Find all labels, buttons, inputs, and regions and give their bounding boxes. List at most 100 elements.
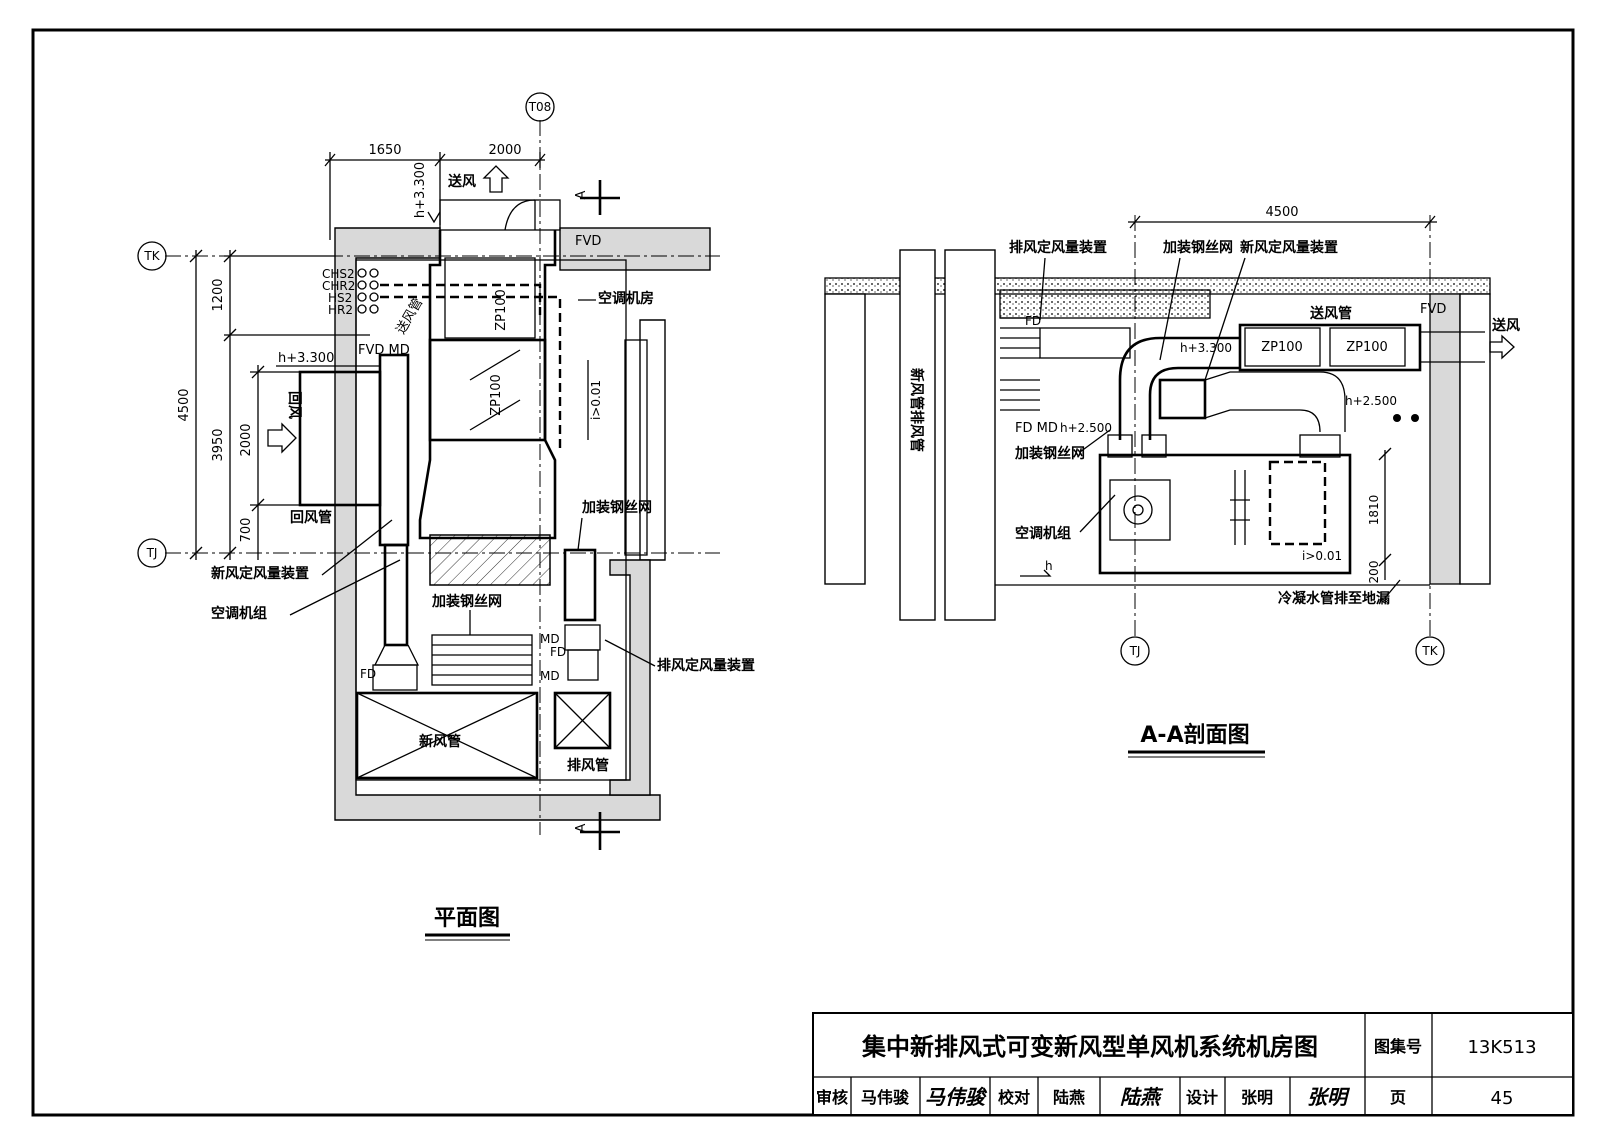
section-dim-tick-1810-a bbox=[1378, 447, 1392, 461]
section-dim-1810: 1810 bbox=[1367, 495, 1381, 526]
fd-left-label: FD bbox=[360, 667, 376, 681]
page-number: 45 bbox=[1491, 1088, 1514, 1109]
section-exhaust-duct-horizontal bbox=[1039, 327, 1131, 359]
section-ac-connector-a bbox=[1107, 434, 1133, 458]
review-label: 审核 bbox=[816, 1088, 848, 1107]
section-dim-tick-1810-b bbox=[1378, 553, 1392, 567]
supply-duct-label: 送风管 bbox=[394, 296, 426, 337]
dim-1200: 1200 bbox=[211, 278, 226, 311]
ac-unit-label-plan: 空调机组 bbox=[211, 605, 267, 622]
dim-tick-1200-b bbox=[223, 328, 237, 342]
exhaust-duct-shaft-x bbox=[554, 692, 611, 749]
dim-tick-4500-a bbox=[189, 249, 203, 263]
section-supply-air-arrow bbox=[1489, 334, 1515, 360]
chw-pipes bbox=[380, 283, 542, 315]
chw-pipes-2 bbox=[380, 295, 562, 450]
title-block: 集中新排风式可变新风型单风机系统机房图 图集号 13K513 审核 马伟骏 马伟… bbox=[812, 1012, 1574, 1116]
atlas-label: 图集号 bbox=[1374, 1037, 1422, 1056]
section-mesh-top-label: 加装钢丝网 bbox=[1162, 239, 1233, 256]
section-supply-elbow bbox=[1118, 336, 1240, 440]
axis-bubble-tj bbox=[137, 538, 167, 568]
section-elev-h2500-left: h+2.500 bbox=[1060, 421, 1112, 435]
pipe-circle-6 bbox=[369, 292, 379, 302]
return-duct-label: 回风管 bbox=[290, 509, 332, 526]
section-axis-bubble-tk bbox=[1415, 636, 1445, 666]
checker-signature: 陆燕 bbox=[1120, 1085, 1164, 1109]
mesh-bottom-label: 加装钢丝网 bbox=[431, 593, 502, 610]
leader-section-drain bbox=[1384, 579, 1401, 599]
section-zp100-a-box bbox=[1244, 327, 1321, 367]
pipe-circle-7 bbox=[357, 304, 367, 314]
fresh-air-device-label: 新风定风量装置 bbox=[211, 565, 309, 582]
supply-air-label: 送风 bbox=[447, 173, 476, 190]
leader-exhaust-device bbox=[604, 639, 656, 667]
section-beam bbox=[999, 289, 1211, 319]
section-fresh-device-trans bbox=[1204, 371, 1346, 433]
exhaust-device-box bbox=[564, 624, 601, 651]
dim-tick-2000-b bbox=[251, 498, 265, 512]
leader-fresh-device bbox=[321, 519, 393, 576]
axis-label-t08: T08 bbox=[528, 100, 552, 114]
section-ac-coil bbox=[1268, 460, 1327, 546]
section-dim-tick-b bbox=[1424, 215, 1436, 229]
section-mesh-left-label: 加装钢丝网 bbox=[1014, 445, 1085, 462]
plan-unit-hatch bbox=[429, 534, 551, 586]
section-axis-bubble-tj bbox=[1120, 636, 1150, 666]
leader-section-mesh-top bbox=[1159, 257, 1181, 361]
dim-4500-vertical: 4500 bbox=[177, 388, 192, 421]
dim-700: 700 bbox=[239, 518, 254, 543]
mesh-box-bottom bbox=[431, 634, 533, 686]
fresh-duct-shaft bbox=[355, 691, 539, 780]
fd-right-label: FD bbox=[550, 645, 566, 659]
section-exhaust-device-label: 排风定风量装置 bbox=[1009, 239, 1107, 256]
md-label-top: MD bbox=[540, 632, 560, 646]
section-shaft-fresh bbox=[899, 249, 936, 621]
section-mark-bottom: A bbox=[574, 823, 589, 832]
pipe-circle-3 bbox=[357, 280, 367, 290]
elev-marker-top bbox=[427, 211, 441, 224]
dim-tick-3950-b bbox=[223, 546, 237, 560]
check-label: 校对 bbox=[998, 1088, 1030, 1107]
dim-tick-1 bbox=[324, 153, 336, 167]
designer-name: 张明 bbox=[1241, 1088, 1273, 1107]
section-dim-tick-a bbox=[1129, 215, 1141, 229]
section-right-wall-light bbox=[1429, 293, 1461, 585]
leader-ac-unit-plan bbox=[289, 559, 401, 616]
return-air-arrow bbox=[267, 422, 297, 454]
pipe-label-chr2: CHR2 bbox=[322, 279, 355, 293]
section-valves bbox=[1230, 470, 1250, 545]
section-supply-duct bbox=[1238, 323, 1422, 372]
section-ac-fan-hub bbox=[1132, 504, 1144, 516]
page-label: 页 bbox=[1390, 1088, 1406, 1107]
section-right-wall bbox=[1459, 293, 1491, 585]
fresh-air-transition bbox=[373, 644, 420, 666]
section-ac-connector-c bbox=[1299, 434, 1341, 458]
section-ac-unit bbox=[1098, 453, 1352, 575]
section-slope-label: i>0.01 bbox=[1302, 549, 1342, 563]
design-label: 设计 bbox=[1186, 1088, 1218, 1107]
fresh-duct-label-plan: 新风管 bbox=[419, 733, 461, 750]
plan-wall-top-right bbox=[559, 227, 711, 271]
section-fresh-device-box bbox=[1158, 378, 1207, 420]
pipe-group bbox=[357, 268, 379, 314]
section-dim-4500: 4500 bbox=[1265, 205, 1298, 220]
section-caption: A-A剖面图 bbox=[1140, 722, 1249, 748]
section-view: 新风管排风管 TJ TK 4500 排风定风量装置 bbox=[824, 205, 1520, 758]
fd-box-left bbox=[372, 664, 418, 691]
fresh-exhaust-duct-label: 新风管排风管 bbox=[908, 368, 925, 452]
md-label-bottom: MD bbox=[540, 669, 560, 683]
section-zp100-b: ZP100 bbox=[1346, 340, 1388, 355]
dim-2000-vertical: 2000 bbox=[239, 423, 254, 456]
section-elev-h3300: h+3.300 bbox=[1180, 341, 1232, 355]
plan-wall-lower-right bbox=[609, 559, 651, 796]
supply-door-swing bbox=[504, 199, 536, 231]
axis-bubble-t08 bbox=[525, 92, 555, 122]
exhaust-device-label-plan: 排风定风量装置 bbox=[657, 657, 755, 674]
pipe-circle-1 bbox=[357, 268, 367, 278]
return-air-label: 回风 bbox=[286, 391, 302, 419]
exhaust-riser bbox=[567, 649, 599, 681]
exhaust-duct-shaft bbox=[553, 691, 612, 750]
fvd-top: FVD bbox=[575, 234, 601, 249]
section-drain-label: 冷凝水管排至地漏 bbox=[1278, 590, 1390, 607]
